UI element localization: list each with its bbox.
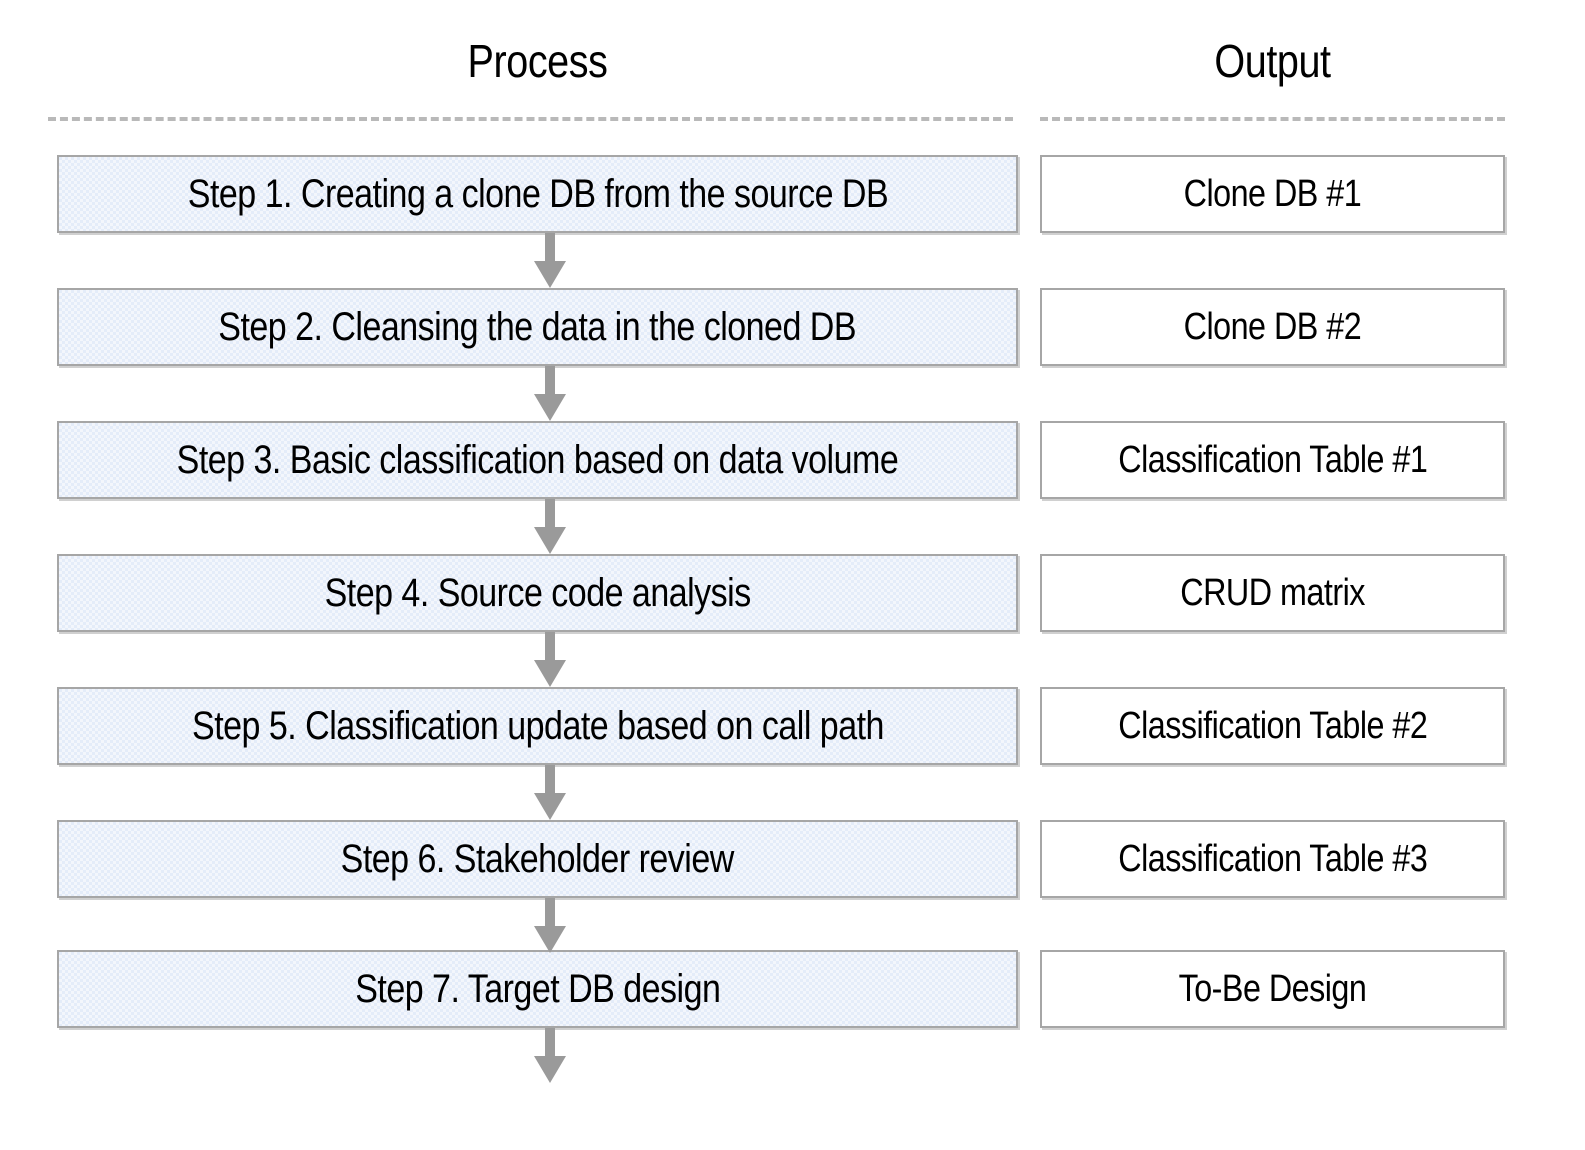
output-artifact-box[interactable]: CRUD matrix: [1040, 554, 1505, 632]
process-step-box[interactable]: Step 4. Source code analysis: [57, 554, 1018, 632]
arrow-down-icon-terminal: [528, 1028, 572, 1086]
flow-row: Step 5. Classification update based on c…: [0, 687, 1585, 765]
process-step-box[interactable]: Step 6. Stakeholder review: [57, 820, 1018, 898]
process-step-box[interactable]: Step 2. Cleansing the data in the cloned…: [57, 288, 1018, 366]
arrow-down-icon: [528, 499, 572, 557]
process-step-box[interactable]: Step 3. Basic classification based on da…: [57, 421, 1018, 499]
flow-row: Step 6. Stakeholder review Classificatio…: [0, 820, 1585, 898]
output-artifact-box[interactable]: Clone DB #1: [1040, 155, 1505, 233]
output-artifact-label: To-Be Design: [1178, 968, 1367, 1010]
flow-row: Step 7. Target DB design To-Be Design: [0, 950, 1585, 1028]
process-step-label: Step 7. Target DB design: [354, 967, 721, 1011]
flow-row: Step 3. Basic classification based on da…: [0, 421, 1585, 499]
process-step-label: Step 2. Cleansing the data in the cloned…: [218, 305, 857, 349]
flow-row: Step 2. Cleansing the data in the cloned…: [0, 288, 1585, 366]
arrow-down-icon: [528, 366, 572, 424]
process-step-label: Step 1. Creating a clone DB from the sou…: [187, 172, 888, 216]
output-artifact-box[interactable]: Classification Table #1: [1040, 421, 1505, 499]
column-header-process: Process: [467, 35, 608, 87]
process-step-label: Step 5. Classification update based on c…: [191, 704, 884, 748]
arrow-down-icon: [528, 632, 572, 690]
process-step-label: Step 6. Stakeholder review: [340, 837, 735, 881]
arrow-down-icon: [528, 765, 572, 823]
output-artifact-box[interactable]: Clone DB #2: [1040, 288, 1505, 366]
output-artifact-label: Classification Table #1: [1117, 439, 1428, 481]
process-step-box[interactable]: Step 1. Creating a clone DB from the sou…: [57, 155, 1018, 233]
flow-row: Step 4. Source code analysis CRUD matrix: [0, 554, 1585, 632]
output-artifact-box[interactable]: To-Be Design: [1040, 950, 1505, 1028]
arrow-down-icon: [528, 898, 572, 956]
header-divider-process: [48, 117, 1013, 121]
column-header-output: Output: [1214, 35, 1331, 87]
process-step-label: Step 3. Basic classification based on da…: [176, 438, 899, 482]
output-artifact-label: Classification Table #3: [1117, 838, 1428, 880]
process-step-box[interactable]: Step 5. Classification update based on c…: [57, 687, 1018, 765]
arrow-down-icon: [528, 233, 572, 291]
output-artifact-box[interactable]: Classification Table #2: [1040, 687, 1505, 765]
output-artifact-label: Clone DB #2: [1183, 306, 1362, 348]
output-artifact-label: CRUD matrix: [1180, 572, 1365, 614]
output-artifact-label: Classification Table #2: [1117, 705, 1428, 747]
process-step-label: Step 4. Source code analysis: [324, 571, 751, 615]
flow-row: Step 1. Creating a clone DB from the sou…: [0, 155, 1585, 233]
output-artifact-box[interactable]: Classification Table #3: [1040, 820, 1505, 898]
header-divider-output: [1040, 117, 1505, 121]
process-step-box[interactable]: Step 7. Target DB design: [57, 950, 1018, 1028]
output-artifact-label: Clone DB #1: [1183, 173, 1362, 215]
